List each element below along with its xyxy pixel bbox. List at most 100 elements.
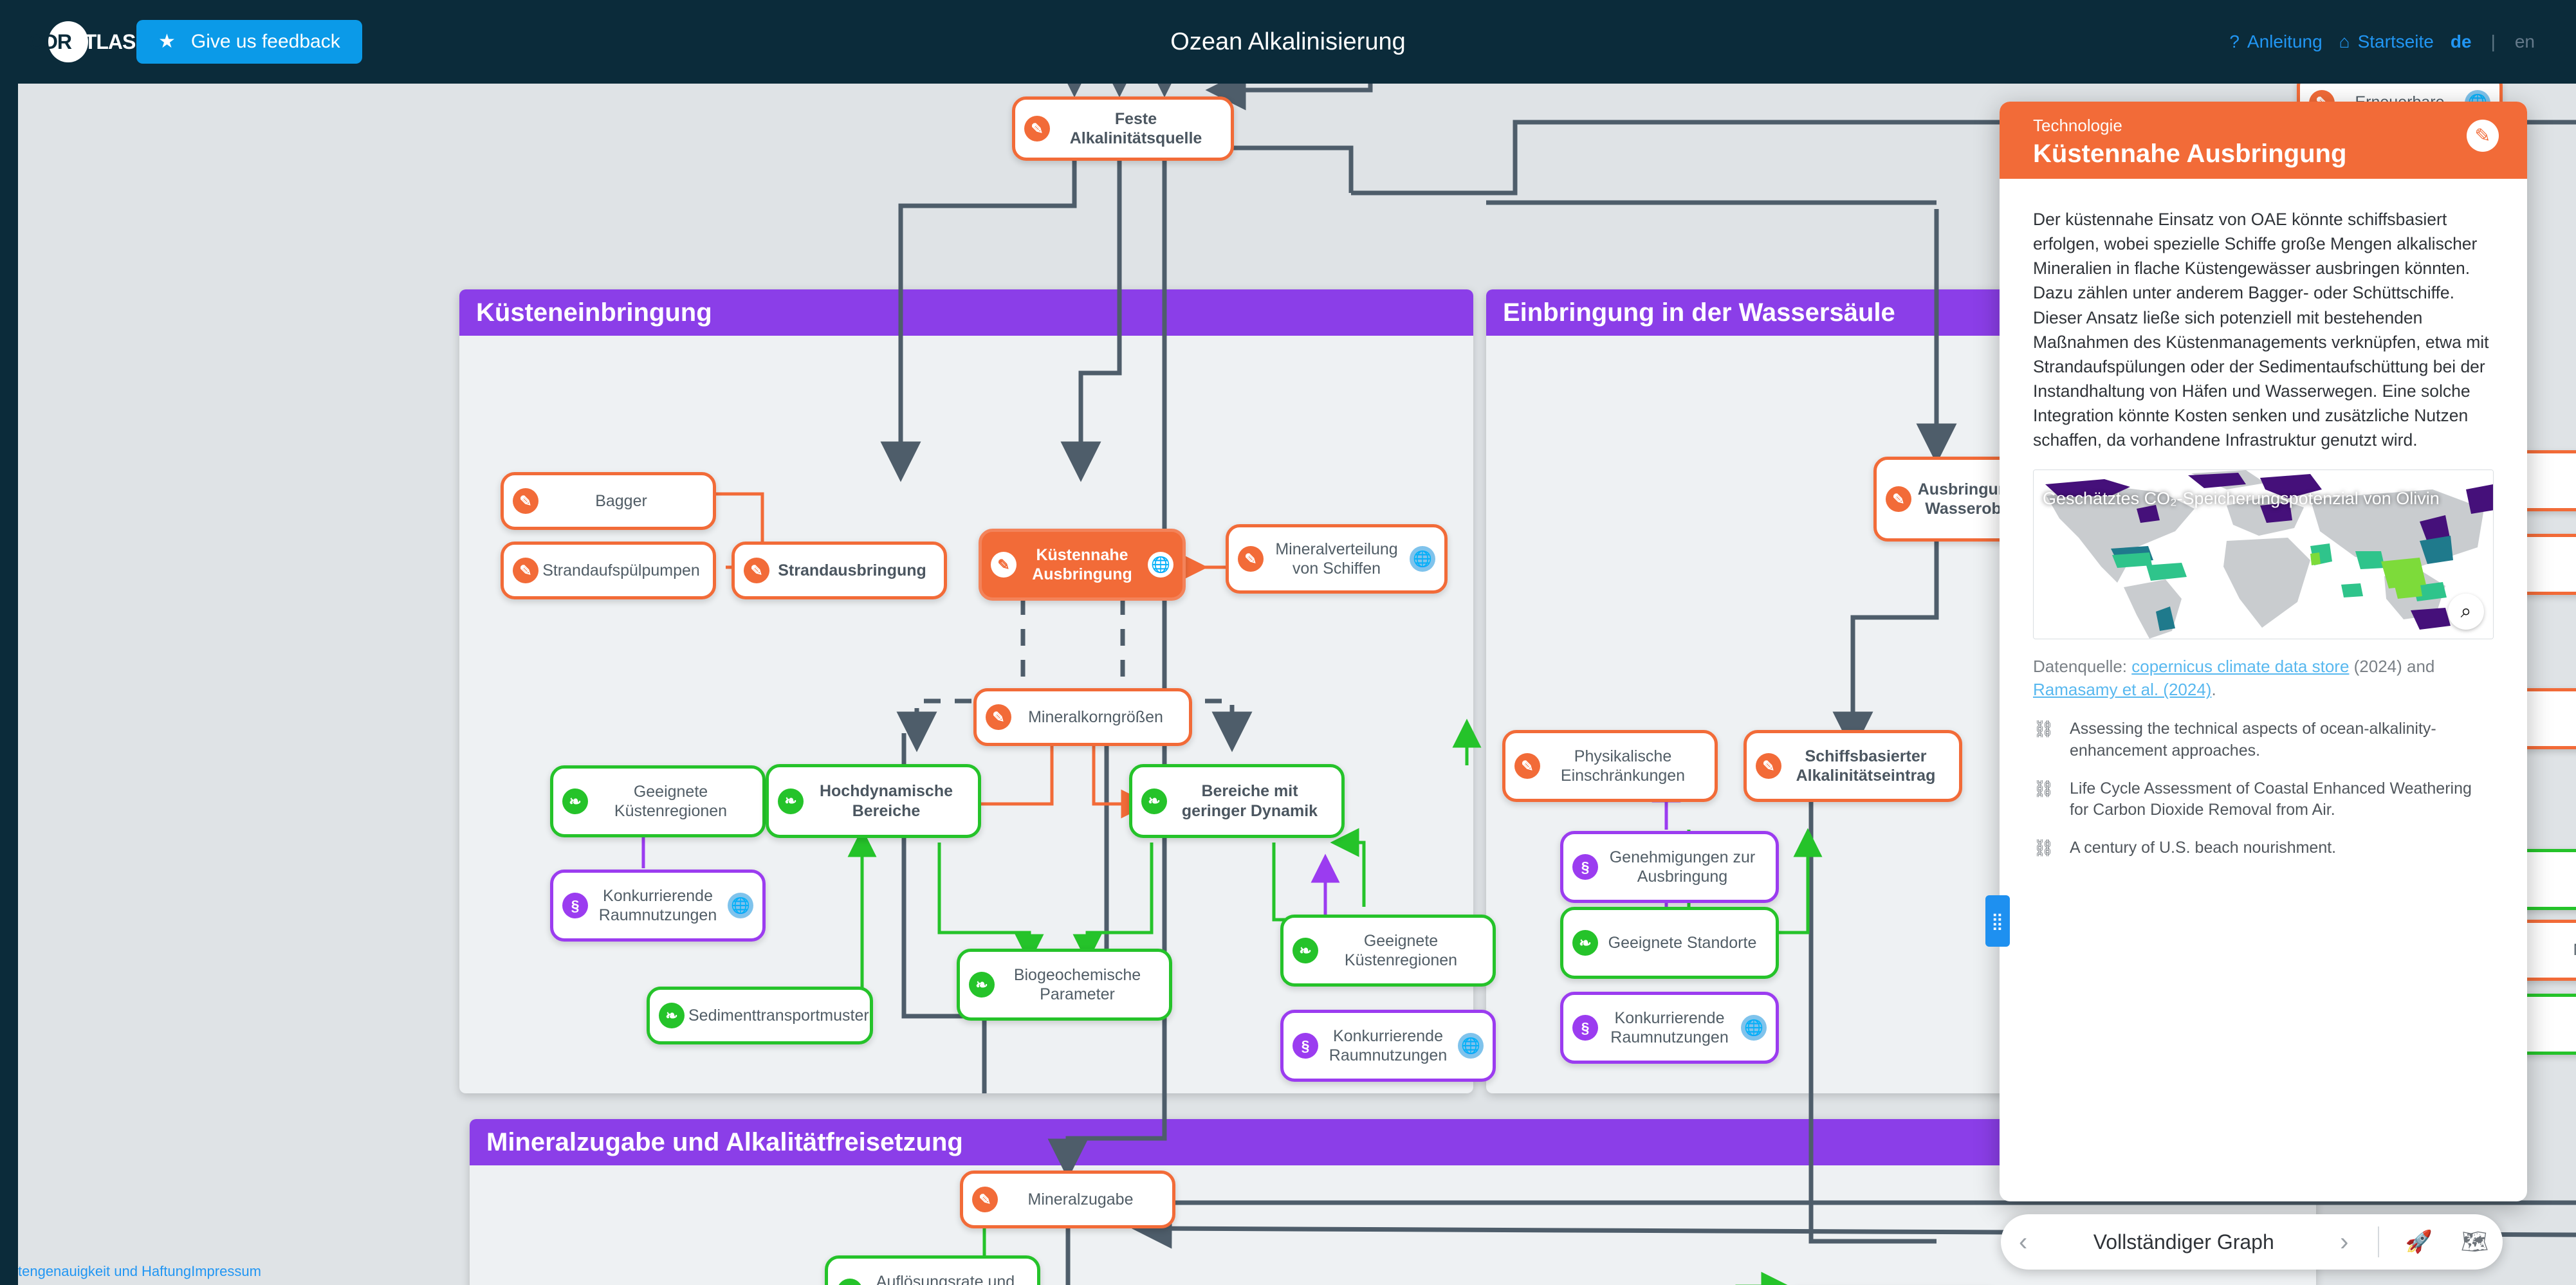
startseite-link[interactable]: ⌂ Startseite (2339, 32, 2434, 52)
logo-text-cdr: CDR (28, 30, 72, 53)
lang-en[interactable]: en (2514, 32, 2535, 51)
node-bagger[interactable]: ✎ Bagger (501, 472, 716, 530)
rocket-icon[interactable]: 🚀 (2405, 1230, 2433, 1254)
source-prefix: Datenquelle: (2033, 656, 2132, 676)
node-suitable-sites[interactable]: ❧ Geeignete Standorte (1560, 907, 1779, 979)
paragraph-icon: § (1572, 1015, 1598, 1041)
current-graph-name: Vollständiger Graph (2093, 1230, 2274, 1253)
anleitung-link[interactable]: ? Anleitung (2229, 32, 2322, 52)
wrench-icon: ✎ (972, 1187, 998, 1212)
globe-icon: 🌐 (1410, 546, 1435, 572)
group-title: Einbringung in der Wassersäule (1503, 298, 1895, 327)
node-low-dynamic-areas[interactable]: ❧ Bereiche mit geringer Dynamik (1129, 764, 1345, 838)
panel-body: Der küstennahe Einsatz von OAE könnte sc… (2000, 179, 2527, 859)
node-label: Genehmigungen zur Ausbringung (1609, 848, 1756, 886)
node-label: Geeignete Küstenregionen (1344, 931, 1458, 970)
node-mineral-distribution-ships[interactable]: ✎ Mineralverteilung von Schiffen 🌐 (1226, 524, 1448, 594)
globe-icon: 🌐 (1458, 1033, 1484, 1059)
node-label: Konkurrierende Raumnutzungen (1610, 1008, 1729, 1047)
source-suffix: . (2211, 680, 2216, 700)
map-title: Geschätztes CO₂-Speicherungspotenzial vo… (2043, 488, 2440, 508)
wrench-icon: ✎ (986, 704, 1011, 730)
chevron-left-icon[interactable]: ‹ (2019, 1227, 2028, 1256)
globe-icon: 🌐 (728, 893, 753, 918)
map-icon[interactable]: 🗺 (2460, 1230, 2489, 1254)
panel-title: Küstennahe Ausbringung (2033, 140, 2347, 168)
node-label: Bereiche mit geringer Dynamik (1181, 782, 1318, 820)
panel-map-thumbnail[interactable]: Geschätztes CO₂-Speicherungspotenzial vo… (2033, 469, 2494, 639)
node-label: Feste Alkalinitätsquelle (1069, 109, 1202, 148)
panel-reference-list: ⛓ Assessing the technical aspects of oce… (2033, 718, 2494, 859)
node-competing-uses-right[interactable]: § Konkurrierende Raumnutzungen 🌐 (1280, 1010, 1496, 1082)
wrench-icon: ✎ (1886, 486, 1911, 512)
source-link-ramasamy[interactable]: Ramasamy et al. (2024) (2033, 680, 2212, 700)
node-label: Geeignete Küstenregionen (614, 782, 728, 821)
cdr-atlas-logo[interactable]: CDRATLAS (29, 20, 136, 64)
node-mineral-grain-sizes[interactable]: ✎ Mineralkorngrößen (973, 688, 1192, 746)
panel-description: Der küstennahe Einsatz von OAE könnte sc… (2033, 210, 2489, 450)
leaf-icon: ❧ (562, 788, 588, 814)
node-label: Konkurrierende Raumnutzungen (598, 886, 717, 925)
footer-links[interactable]: tengenauigkeit und HaftungImpressum (18, 1263, 261, 1279)
paragraph-icon: § (562, 893, 588, 918)
panel-header: Technologie Küstennahe Ausbringung ✎ (2000, 102, 2527, 179)
node-physical-constraints[interactable]: ✎ Physikalische Einschränkungen (1502, 730, 1718, 802)
lang-de[interactable]: de (2450, 32, 2472, 51)
lang-separator: | (2490, 32, 2496, 51)
node-beach-deployment[interactable]: ✎ Strandausbringung (731, 542, 947, 599)
wrench-icon: ✎ (1514, 753, 1540, 779)
node-label: Schiffsbasierter Alkalinitätseintrag (1796, 747, 1936, 785)
node-biogeochemical-parameters[interactable]: ❧ Biogeochemische Parameter (957, 949, 1172, 1021)
node-label: Strandaufspülpumpen (542, 561, 700, 579)
list-item[interactable]: ⛓ Assessing the technical aspects of oce… (2033, 718, 2494, 761)
reference-label: Assessing the technical aspects of ocean… (2070, 720, 2436, 760)
node-sediment-transport[interactable]: ❧ Sedimenttransportmuster (647, 987, 873, 1044)
home-icon: ⌂ (2339, 32, 2350, 51)
node-deployment-permits[interactable]: § Genehmigungen zur Ausbringung (1560, 831, 1779, 903)
source-link-copernicus[interactable]: copernicus climate data store (2131, 656, 2350, 676)
give-us-feedback-button[interactable]: ★ Give us feedback (136, 20, 362, 64)
magnifier-icon[interactable]: ⌕ (2448, 593, 2484, 630)
node-competing-uses-wc[interactable]: § Konkurrierende Raumnutzungen 🌐 (1560, 992, 1779, 1064)
panel-data-source: Datenquelle: copernicus climate data sto… (2033, 655, 2494, 702)
panel-drag-handle[interactable]: ⣿ (1985, 895, 2010, 947)
leaf-icon: ❧ (1141, 788, 1167, 814)
leaf-icon: ❧ (659, 1003, 685, 1028)
leaf-icon: ❧ (969, 972, 995, 998)
leaf-icon: ❧ (778, 788, 804, 814)
node-dissolution-rate[interactable]: ❧ Auflösungsrate und Kinetik (825, 1255, 1040, 1285)
node-label: M (2508, 940, 2576, 960)
toolbar-divider (2378, 1226, 2380, 1257)
node-competing-uses-left[interactable]: § Konkurrierende Raumnutzungen 🌐 (550, 870, 766, 942)
source-middle: (2024) and (2349, 656, 2435, 676)
leaf-icon: ❧ (1293, 938, 1318, 963)
node-suitable-coastal-regions-right[interactable]: ❧ Geeignete Küstenregionen (1280, 915, 1496, 987)
node-mineral-addition[interactable]: ✎ Mineralzugabe (960, 1171, 1175, 1228)
left-rail (0, 84, 18, 1285)
node-high-dynamic-areas[interactable]: ❧ Hochdynamische Bereiche (766, 764, 981, 838)
logo-text-atlas: ATLAS (71, 30, 136, 53)
group-title: Küsteneinbringung (476, 298, 712, 327)
wrench-icon: ✎ (1756, 753, 1781, 779)
list-item[interactable]: ⛓ Life Cycle Assessment of Coastal Enhan… (2033, 778, 2494, 821)
panel-kind: Technologie (2033, 116, 2122, 135)
app-title: Ozean Alkalinisierung (1170, 28, 1406, 55)
list-item[interactable]: ⛓ A century of U.S. beach nourishment. (2033, 837, 2494, 859)
node-coastal-deployment[interactable]: ✎ Küstennahe Ausbringung 🌐 (979, 529, 1186, 601)
node-solid-alkalinity-source[interactable]: ✎ Feste Alkalinitätsquelle (1012, 96, 1234, 161)
logo-ellipse (48, 21, 88, 62)
node-label: Bagger (595, 491, 647, 510)
wrench-icon: ✎ (513, 488, 538, 514)
node-label: Auflösungsrate und Kinetik (876, 1272, 1015, 1285)
globe-icon: 🌐 (1741, 1015, 1767, 1041)
node-beach-pumps[interactable]: ✎ Strandaufspülpumpen (501, 542, 716, 599)
leaf-icon: ❧ (837, 1279, 863, 1285)
node-suitable-coastal-regions-left[interactable]: ❧ Geeignete Küstenregionen (550, 765, 766, 837)
node-label: Mineralverteilung von Schiffen (1275, 540, 1398, 578)
detail-panel: Technologie Küstennahe Ausbringung ✎ Der… (2000, 102, 2527, 1201)
graph-navigation-toolbar: ‹ Vollständiger Graph › 🚀 🗺 (2001, 1214, 2503, 1270)
node-ship-based-alkalinity[interactable]: ✎ Schiffsbasierter Alkalinitätseintrag (1743, 730, 1962, 802)
node-label: Biogeochemische Parameter (1013, 965, 1141, 1004)
startseite-label: Startseite (2357, 32, 2434, 51)
chevron-right-icon[interactable]: › (2340, 1227, 2349, 1256)
